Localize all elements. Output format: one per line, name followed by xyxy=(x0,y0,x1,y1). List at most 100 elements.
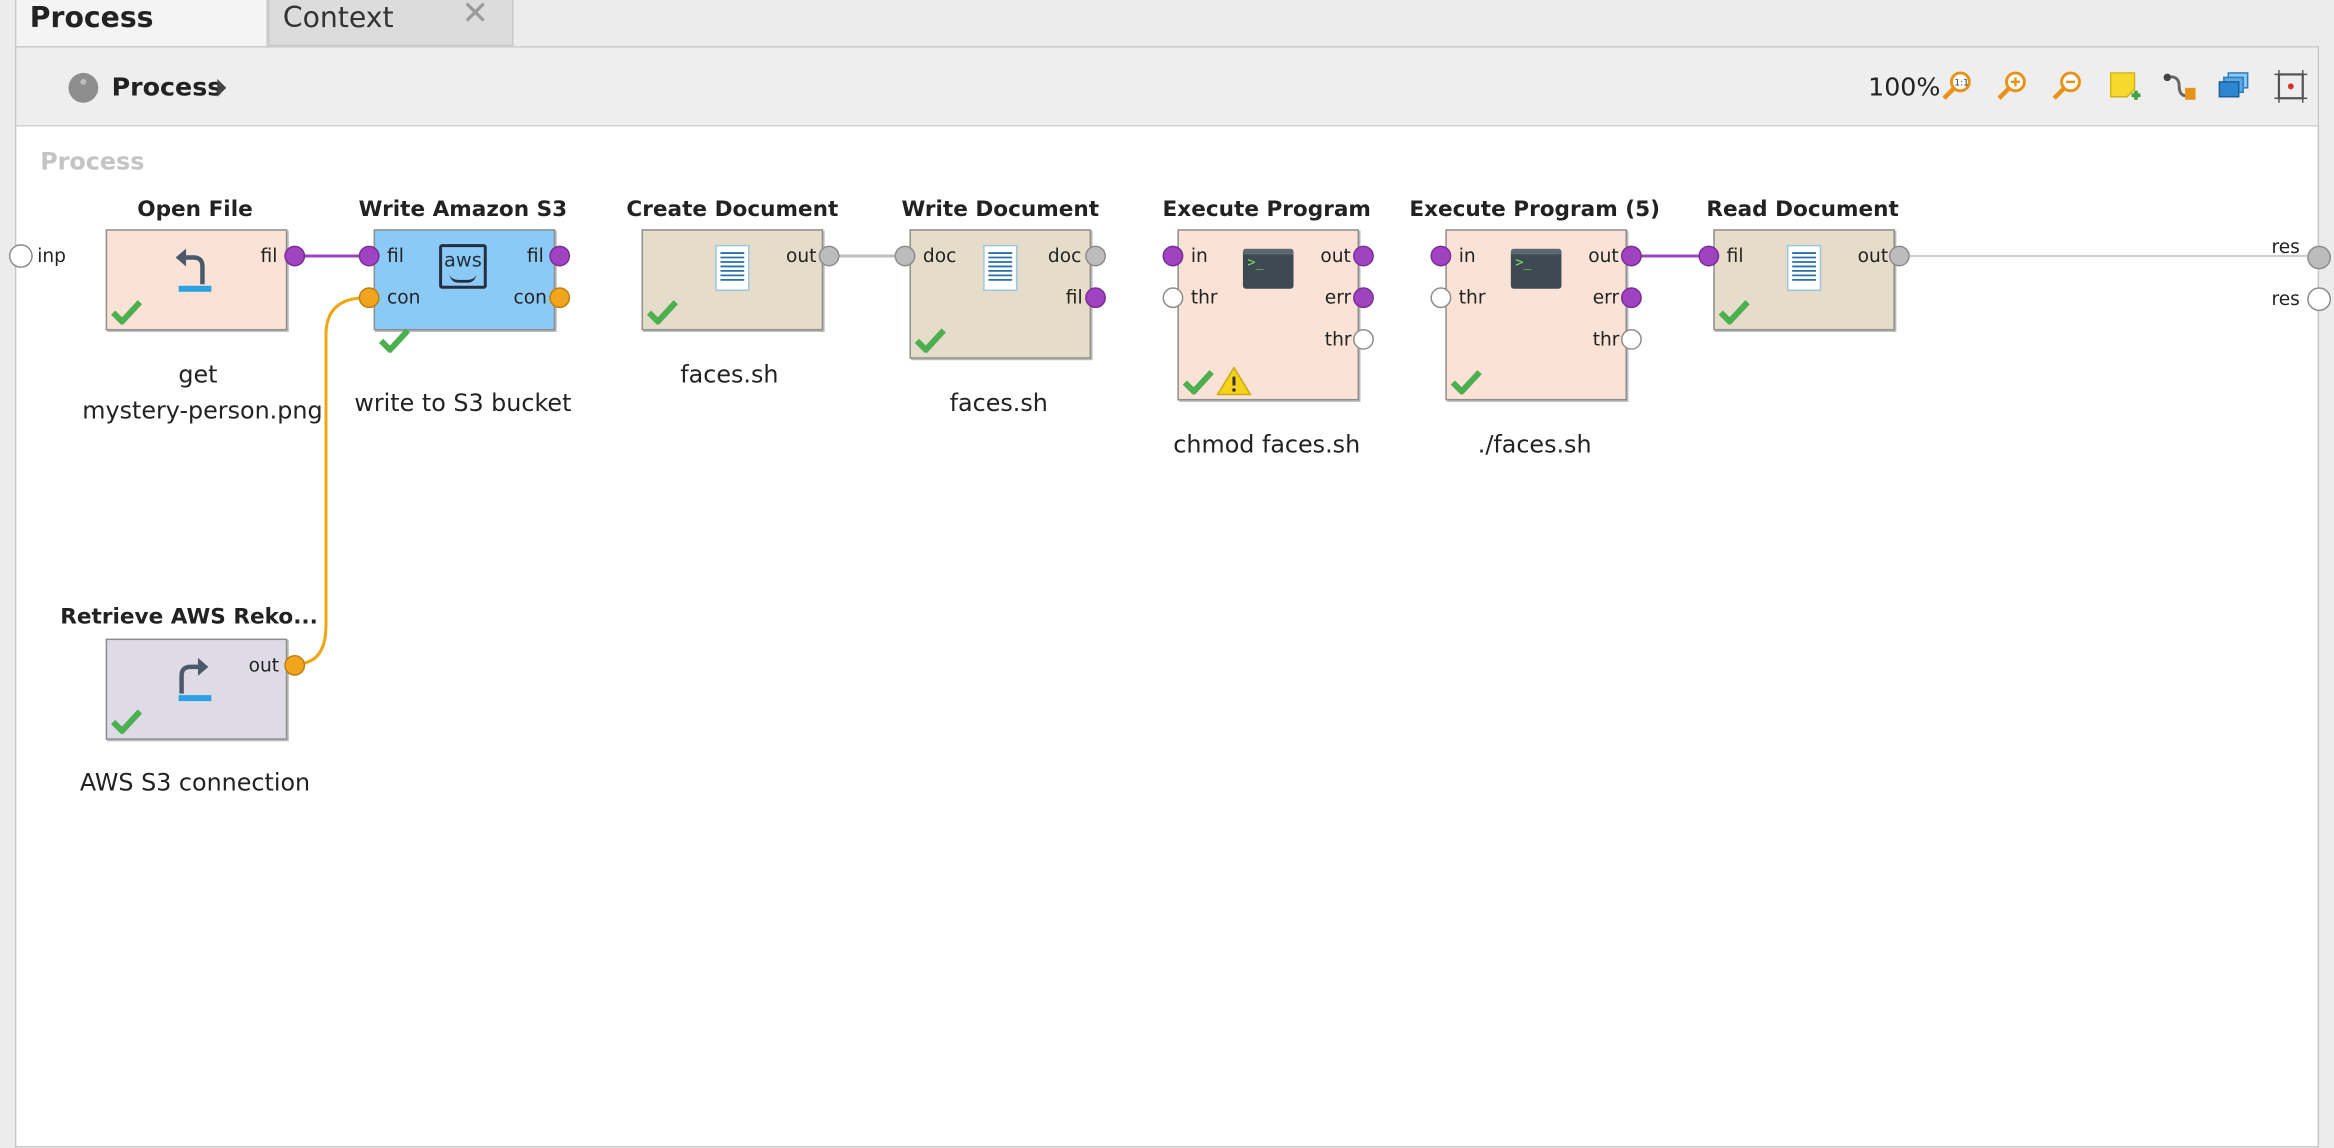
check-icon xyxy=(111,300,143,325)
input-port[interactable] xyxy=(1162,245,1184,267)
port-label: in xyxy=(1458,244,1476,267)
operator-title: Read Document xyxy=(1706,197,1899,222)
retrieve-icon xyxy=(178,657,212,702)
port-label: thr xyxy=(1324,327,1352,350)
svg-text:1:1: 1:1 xyxy=(1954,79,1968,89)
output-port[interactable] xyxy=(549,287,571,309)
operator-open-file[interactable] xyxy=(105,229,288,331)
operator-title: Create Document xyxy=(626,197,839,222)
zoom-level: 100% xyxy=(1868,72,1941,103)
process-input-label: inp xyxy=(37,244,67,267)
output-port[interactable] xyxy=(1353,328,1374,350)
tab-context[interactable]: Context xyxy=(267,0,514,47)
check-icon xyxy=(378,328,411,353)
port-label: thr xyxy=(1190,285,1218,309)
port-label: con xyxy=(387,285,421,309)
close-icon[interactable]: ✕ xyxy=(461,0,489,33)
add-note-icon[interactable] xyxy=(2106,68,2142,104)
operator-label: faces.sh xyxy=(949,388,1048,417)
output-port[interactable] xyxy=(1353,287,1374,309)
port-label: out xyxy=(785,244,817,267)
port-label: out xyxy=(1320,244,1351,267)
document-icon xyxy=(983,244,1018,292)
check-icon xyxy=(1450,370,1482,395)
operator-label: get xyxy=(178,360,218,389)
port-label: out xyxy=(1857,244,1889,267)
operator-retrieve-aws[interactable] xyxy=(105,638,288,740)
port-label: fil xyxy=(260,244,278,267)
port-label: fil xyxy=(526,244,544,267)
operator-title: Retrieve AWS Reko... xyxy=(60,605,318,630)
operator-title: Execute Program (5) xyxy=(1409,197,1660,222)
output-port[interactable] xyxy=(1620,245,1642,267)
port-label: fil xyxy=(1726,244,1744,267)
canvas-title: Process xyxy=(40,147,145,176)
port-label: out xyxy=(248,653,280,676)
operator-label: AWS S3 connection xyxy=(79,768,311,797)
terminal-icon: >_ xyxy=(1242,248,1294,289)
open-file-icon xyxy=(175,248,212,292)
process-result-port[interactable] xyxy=(2307,287,2332,312)
operator-label: chmod faces.sh xyxy=(1173,430,1361,459)
output-port[interactable] xyxy=(284,654,306,676)
output-port[interactable] xyxy=(1888,245,1910,267)
input-port[interactable] xyxy=(358,287,380,309)
output-port[interactable] xyxy=(1085,287,1106,309)
input-port[interactable] xyxy=(1162,287,1184,309)
check-icon xyxy=(646,300,678,325)
process-up-icon[interactable] xyxy=(68,72,99,103)
operator-title: Write Document xyxy=(901,197,1100,222)
aws-icon: aws xyxy=(439,244,487,289)
port-label: err xyxy=(1592,285,1620,309)
zoom-fit-icon[interactable]: 1:1 xyxy=(1940,68,1976,104)
operator-label: write to S3 bucket xyxy=(354,388,572,417)
process-result-label: res xyxy=(2271,287,2300,310)
document-icon xyxy=(715,244,750,292)
document-icon xyxy=(1786,244,1822,292)
input-port[interactable] xyxy=(1430,287,1452,309)
check-icon xyxy=(1182,370,1214,395)
port-label: doc xyxy=(922,244,957,267)
output-port[interactable] xyxy=(549,245,571,267)
check-icon xyxy=(1718,300,1750,325)
output-port[interactable] xyxy=(1353,245,1374,267)
process-result-port[interactable] xyxy=(2307,245,2332,270)
output-port[interactable] xyxy=(1620,328,1642,350)
wire-retrieve-to-s3 xyxy=(296,296,367,666)
tab-process[interactable]: Process xyxy=(14,0,268,50)
process-input-port[interactable] xyxy=(8,244,33,268)
port-label: thr xyxy=(1458,285,1486,309)
layers-icon[interactable] xyxy=(2216,68,2252,104)
toolbar xyxy=(16,47,2318,127)
input-port[interactable] xyxy=(1698,245,1720,267)
operator-title: Write Amazon S3 xyxy=(358,197,568,222)
operator-execute-program-5[interactable] xyxy=(1445,229,1627,401)
zoom-out-icon[interactable] xyxy=(2050,68,2086,104)
check-icon xyxy=(914,328,946,353)
input-port[interactable] xyxy=(358,245,380,267)
operator-label: ./faces.sh xyxy=(1477,430,1592,459)
warning-icon[interactable] xyxy=(1216,366,1252,396)
process-result-label: res xyxy=(2271,235,2300,258)
breadcrumb-arrow-icon[interactable] xyxy=(217,78,227,97)
output-port[interactable] xyxy=(818,245,840,267)
port-label: out xyxy=(1588,244,1619,267)
input-port[interactable] xyxy=(894,245,916,267)
port-label: err xyxy=(1324,285,1352,309)
port-label: doc xyxy=(1047,244,1082,267)
auto-wire-icon[interactable] xyxy=(2161,68,2197,104)
zoom-in-icon[interactable] xyxy=(1995,68,2031,104)
output-port[interactable] xyxy=(284,245,306,267)
breadcrumb[interactable]: Process xyxy=(111,72,223,103)
operator-label: mystery-person.png xyxy=(82,395,323,425)
port-label: thr xyxy=(1592,327,1620,350)
check-icon xyxy=(111,709,143,734)
operator-title: Open File xyxy=(137,197,253,222)
input-port[interactable] xyxy=(1430,245,1452,267)
fit-canvas-icon[interactable] xyxy=(2273,68,2309,104)
output-port[interactable] xyxy=(1085,245,1106,267)
port-label: fil xyxy=(1065,285,1083,309)
output-port[interactable] xyxy=(1620,287,1642,309)
